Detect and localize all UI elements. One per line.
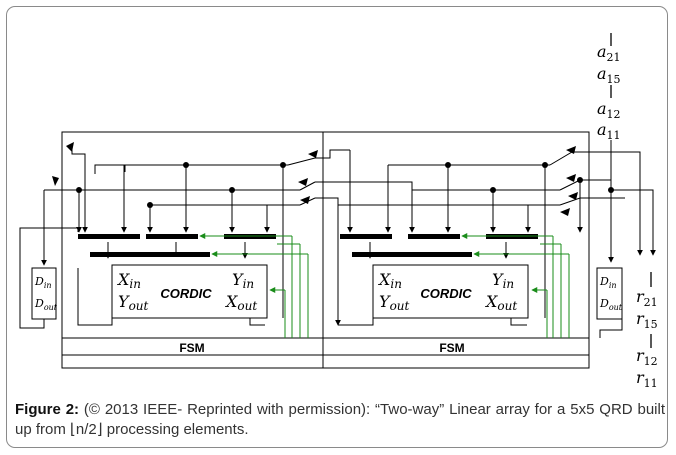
input-a11: a11 [597, 120, 621, 142]
input-a21: a21 [597, 42, 621, 64]
pe-1-inlets [287, 149, 350, 206]
output-r21: r21 [636, 287, 658, 309]
svg-text:Dout: Dout [34, 297, 58, 312]
svg-text:Yin: Yin [492, 270, 514, 291]
caption-text: (© 2013 IEEE- Reprinted with permission)… [15, 401, 665, 438]
svg-text:Din: Din [34, 275, 52, 290]
cordic-label-2: CORDIC [420, 286, 472, 301]
array-box [61, 131, 590, 369]
pe-2-feedback [461, 233, 570, 338]
output-r15: r15 [636, 309, 658, 331]
figure-caption: Figure 2: (© 2013 IEEE- Reprinted with p… [15, 400, 665, 440]
svg-text:Dout: Dout [599, 297, 623, 312]
pe-2-wiring [330, 150, 560, 326]
pe-1-nodes [76, 162, 286, 208]
svg-text:Yin: Yin [232, 270, 254, 291]
input-stream: a21 a15 a12 a11 [597, 33, 621, 262]
input-a12: a12 [597, 99, 621, 121]
cordic-label-1: CORDIC [160, 286, 212, 301]
svg-text:Yout: Yout [118, 292, 149, 313]
fsm-label-1: FSM [179, 341, 204, 355]
output-r12: r12 [636, 346, 658, 368]
svg-text:Din: Din [599, 275, 617, 290]
input-a15: a15 [597, 64, 621, 86]
delay-element-right: Din Dout [596, 267, 623, 320]
svg-text:Xout: Xout [484, 292, 517, 313]
latch-indicators [52, 142, 578, 216]
fsm-label-2: FSM [439, 341, 464, 355]
output-r11: r11 [636, 368, 658, 390]
output-stream: r21 r15 r12 r11 [636, 272, 658, 390]
cordic-block-1: Xin Yout CORDIC Yin Xout [111, 264, 268, 319]
svg-text:Xout: Xout [224, 292, 257, 313]
svg-text:Xin: Xin [377, 270, 402, 291]
svg-text:Xin: Xin [116, 270, 141, 291]
svg-text:Yout: Yout [379, 292, 410, 313]
cordic-block-2: Xin Yout CORDIC Yin Xout [372, 264, 529, 319]
delay-element-left: Din Dout [31, 267, 58, 320]
pe-1-wiring [19, 148, 300, 329]
pe-2-nodes [445, 162, 614, 193]
caption-label: Figure 2: [15, 401, 80, 418]
linear-array-diagram: a21 a15 a12 a11 r21 r15 r12 r11 FSM FSM … [19, 33, 658, 390]
pe-1-feedback [199, 233, 309, 338]
figure-frame [6, 6, 668, 448]
